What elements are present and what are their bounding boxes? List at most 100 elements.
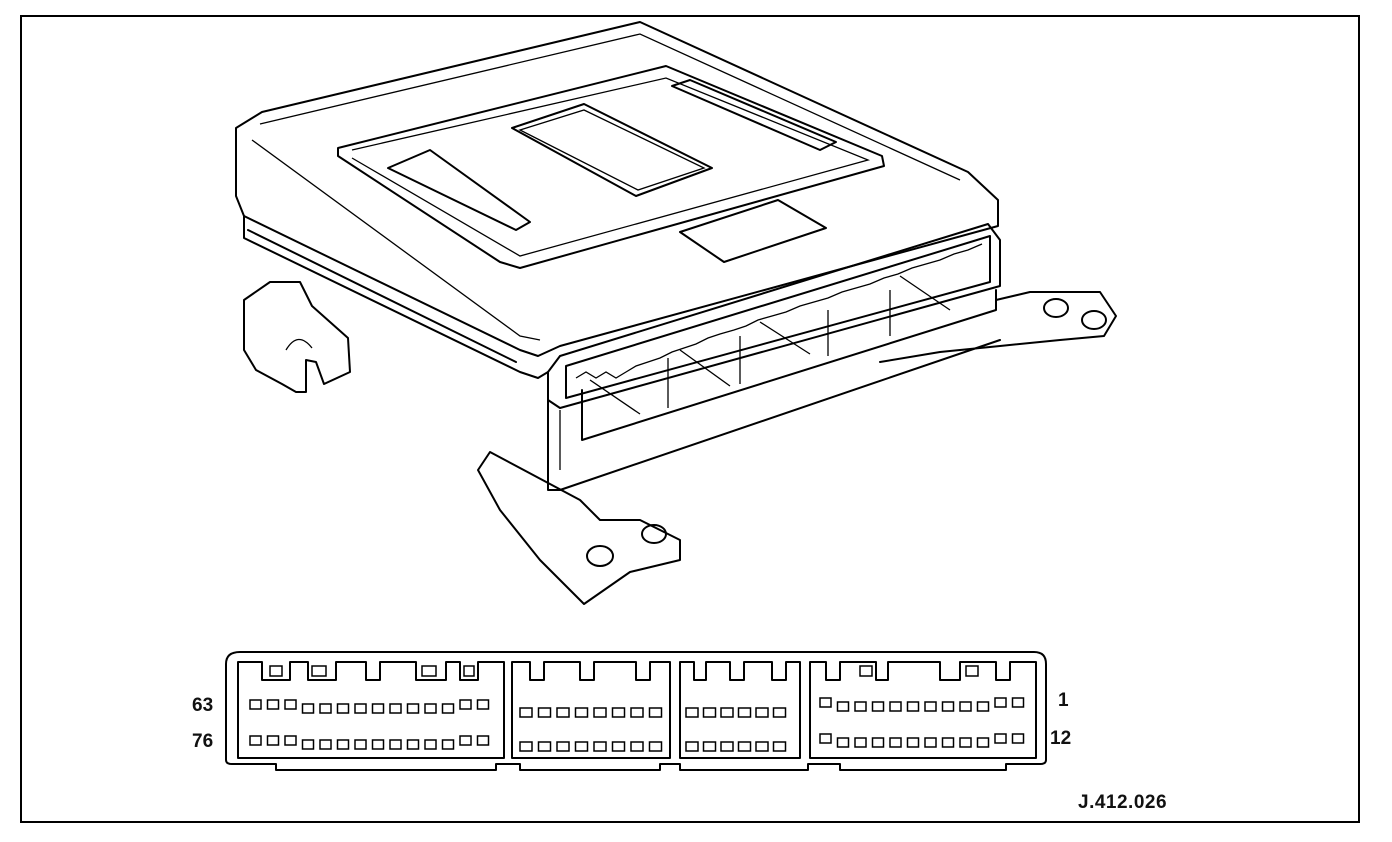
pin-cavity xyxy=(941,701,955,712)
pin-cavity xyxy=(819,697,832,708)
pin-cavity xyxy=(772,707,787,718)
mounting-bracket-bottom xyxy=(477,451,681,605)
pin-cavity xyxy=(406,739,420,750)
pin-cavity xyxy=(959,737,972,748)
pin-cavity xyxy=(266,735,280,746)
pin-cavity xyxy=(593,707,607,718)
pin-cavity xyxy=(702,707,717,718)
label-window xyxy=(511,103,713,197)
connector-outline xyxy=(225,651,1047,771)
pin-cavity xyxy=(889,737,902,748)
pin-cavity xyxy=(611,707,626,718)
pin-label-12: 12 xyxy=(1050,728,1072,749)
pin-cavity xyxy=(720,741,734,752)
pin-cavity xyxy=(702,741,717,752)
pin-cavity xyxy=(371,703,385,714)
pin-cavity xyxy=(424,739,437,750)
connector-block-2 xyxy=(511,661,671,759)
pin-cavity xyxy=(889,701,902,712)
pin-cavity xyxy=(284,735,297,746)
pin-cavity xyxy=(574,741,589,752)
pin-cavity xyxy=(924,701,937,712)
mounting-bracket-right xyxy=(879,291,1117,363)
pin-cavity xyxy=(648,707,663,718)
pin-cavity xyxy=(441,739,455,750)
pin-cavity xyxy=(772,741,787,752)
pin-cavity xyxy=(319,703,332,714)
lid-recess xyxy=(337,65,885,269)
pin-cavity xyxy=(819,733,832,744)
reference-code: J.412.026 xyxy=(1078,792,1168,813)
pin-cavity xyxy=(994,733,1007,744)
pin-cavity xyxy=(959,701,972,712)
pin-cavity xyxy=(994,697,1007,708)
sticker-plate xyxy=(679,199,827,263)
pin-cavity xyxy=(906,737,920,748)
pin-cavity xyxy=(737,741,752,752)
pin-cavity xyxy=(406,703,420,714)
pin-cavity xyxy=(854,701,867,712)
connector-block-1 xyxy=(237,661,505,759)
pin-cavity xyxy=(301,703,315,714)
pin-cavity xyxy=(611,741,626,752)
pin-label-1: 1 xyxy=(1058,690,1069,711)
pin-cavity xyxy=(476,699,490,710)
connector-bank xyxy=(547,223,1001,409)
pin-cavity xyxy=(871,701,885,712)
pin-cavity xyxy=(266,699,280,710)
pin-cavity xyxy=(836,701,850,712)
pin-cavity xyxy=(301,739,315,750)
pin-cavity xyxy=(459,699,472,710)
pin-cavity xyxy=(371,739,385,750)
pin-cavity xyxy=(755,741,769,752)
pin-cavity xyxy=(630,707,644,718)
pin-cavity xyxy=(519,707,533,718)
pin-cavity xyxy=(924,737,937,748)
connector-pins xyxy=(249,697,1025,752)
connector-block-3 xyxy=(679,661,801,759)
connector-face xyxy=(225,651,1047,771)
pin-cavity xyxy=(685,741,699,752)
pin-cavity xyxy=(319,739,332,750)
pin-cavity xyxy=(519,741,533,752)
pin-cavity xyxy=(336,703,350,714)
pin-cavity xyxy=(537,741,552,752)
pin-cavity xyxy=(976,701,990,712)
housing-top-face xyxy=(235,21,999,357)
mounting-bracket-left xyxy=(243,281,351,393)
pin-cavity xyxy=(854,737,867,748)
pin-cavity xyxy=(389,703,402,714)
pin-cavity xyxy=(284,699,297,710)
pin-label-63: 63 xyxy=(192,695,214,716)
pin-cavity xyxy=(1011,697,1025,708)
pin-cavity xyxy=(1011,733,1025,744)
pin-cavity xyxy=(630,741,644,752)
pin-cavity xyxy=(424,703,437,714)
ecu-housing xyxy=(235,21,1117,605)
connector-block-4 xyxy=(809,661,1037,759)
pin-cavity xyxy=(556,707,570,718)
diagram-frame xyxy=(20,15,1360,823)
pin-cavity xyxy=(574,707,589,718)
pin-cavity xyxy=(556,741,570,752)
pin-cavity xyxy=(389,739,402,750)
housing-front-edge xyxy=(243,215,549,379)
pin-cavity xyxy=(593,741,607,752)
pin-cavity xyxy=(354,703,367,714)
pin-cavity xyxy=(476,735,490,746)
pin-cavity xyxy=(685,707,699,718)
pin-cavity xyxy=(249,735,262,746)
pin-label-76: 76 xyxy=(192,731,214,752)
pin-cavity xyxy=(906,701,920,712)
pin-cavity xyxy=(354,739,367,750)
pin-cavity xyxy=(249,699,262,710)
pin-cavity xyxy=(537,707,552,718)
pin-cavity xyxy=(648,741,663,752)
pin-cavity xyxy=(836,737,850,748)
pin-cavity xyxy=(459,735,472,746)
pin-cavity xyxy=(976,737,990,748)
pin-cavity xyxy=(336,739,350,750)
pin-cavity xyxy=(720,707,734,718)
pin-cavity xyxy=(441,703,455,714)
